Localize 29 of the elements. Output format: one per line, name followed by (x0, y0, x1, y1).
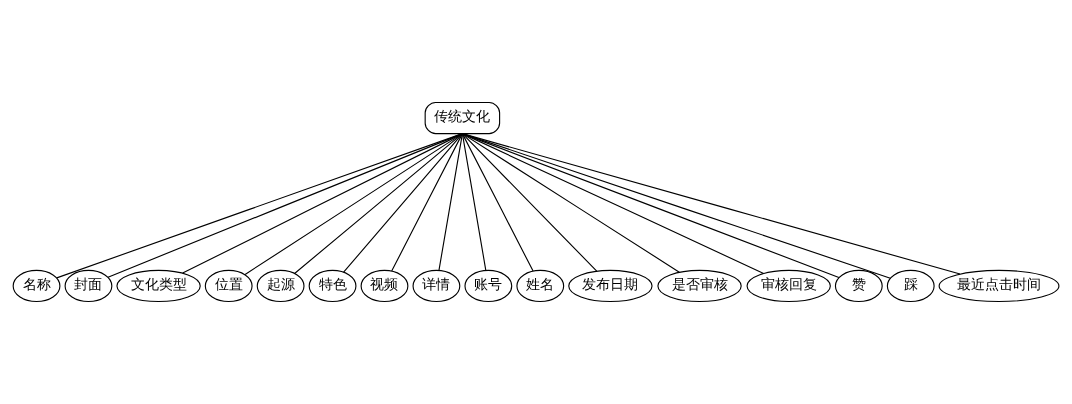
connector (461, 133, 680, 273)
node-ellipse: 发布日期 (568, 269, 653, 303)
node-ellipse: 审核回复 (746, 269, 831, 303)
node-ellipse: 文化类型 (116, 269, 201, 303)
node-ellipse: 名称 (12, 269, 61, 303)
connector (461, 133, 534, 272)
node-ellipse: 踩 (886, 269, 935, 303)
node-ellipse: 详情 (412, 269, 461, 303)
node-ellipse: 最近点击时间 (938, 269, 1060, 303)
connector (461, 133, 598, 272)
node-ellipse: 赞 (834, 269, 883, 303)
node-ellipse: 账号 (464, 269, 513, 303)
connector (438, 133, 463, 271)
connector (182, 133, 463, 274)
connector (461, 133, 487, 271)
connector (461, 133, 961, 275)
connector (244, 133, 463, 275)
node-ellipse: 封面 (64, 269, 113, 303)
connector (343, 133, 463, 273)
node-ellipse: 起源 (256, 269, 305, 303)
connector (294, 133, 463, 275)
node-ellipse: 是否审核 (657, 269, 742, 303)
node-ellipse: 位置 (204, 269, 253, 303)
node-ellipse: 姓名 (516, 269, 565, 303)
node-ellipse: 特色 (308, 269, 357, 303)
connector (391, 133, 463, 272)
node-ellipse: 视频 (360, 269, 409, 303)
node-box: 传统文化 (424, 101, 501, 135)
connector (461, 133, 765, 275)
